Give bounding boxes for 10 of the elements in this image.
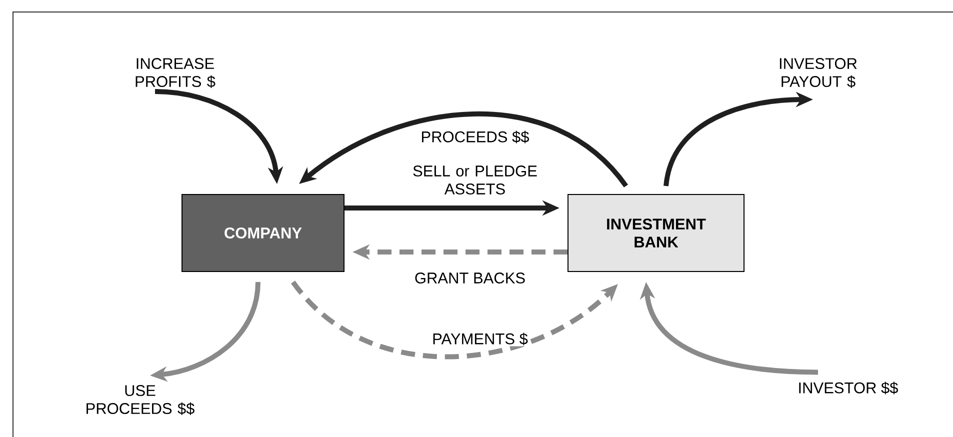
node-label: USE PROCEEDS $$ bbox=[86, 385, 194, 415]
node-label: INCREASE PROFITS $ bbox=[136, 58, 216, 88]
edge-label: PAYMENTS $ bbox=[431, 332, 529, 346]
edge-label: PROCEEDS $$ bbox=[420, 130, 530, 144]
bank-box: INVESTMENT BANK bbox=[568, 194, 744, 272]
edge-label: GRANT BACKS bbox=[413, 272, 527, 284]
node-label: INVESTOR $$ bbox=[799, 382, 898, 394]
company-box: COMPANY bbox=[182, 194, 344, 272]
edge-label: SELL or PLEDGE ASSETS bbox=[409, 164, 541, 196]
node-label: INVESTOR PAYOUT $ bbox=[780, 58, 857, 88]
